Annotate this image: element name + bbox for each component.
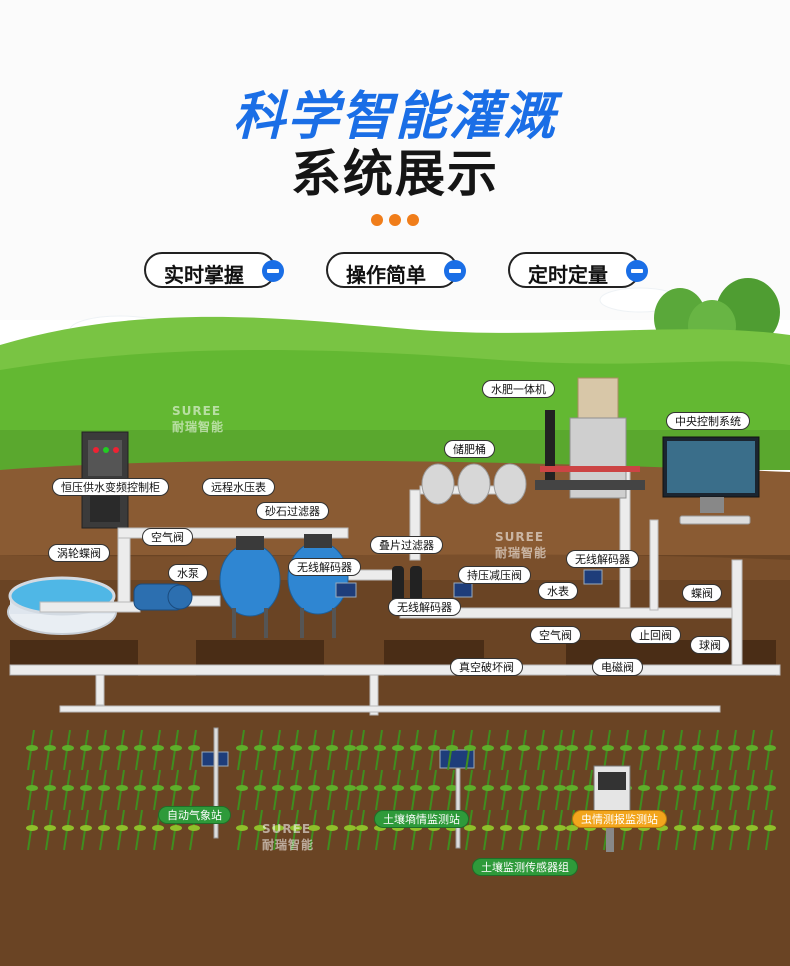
watermark-brand: SUREE: [172, 404, 222, 418]
label-vacuum-breaker: 真空破坏阀: [450, 658, 523, 676]
central-control-monitor: [662, 436, 760, 525]
feature-label: 实时掌握: [164, 263, 244, 287]
label-disc-filter: 叠片过滤器: [370, 536, 443, 554]
label-vfd-cabinet: 恒压供水变频控制柜: [52, 478, 169, 496]
decorative-dots: [371, 214, 421, 228]
sub-title: 系统展示: [291, 145, 499, 203]
label-wireless-decoder-2: 无线解码器: [388, 598, 461, 616]
label-air-valve-2: 空气阀: [530, 626, 581, 644]
label-air-valve-1: 空气阀: [142, 528, 193, 546]
label-ball-valve: 球阀: [690, 636, 730, 654]
feature-label: 定时定量: [528, 263, 608, 287]
main-title: 科学智能灌溉: [232, 87, 557, 147]
label-pest-station: 虫情测报监测站: [572, 810, 667, 828]
label-butterfly-valve: 蝶阀: [682, 584, 722, 602]
label-central-control: 中央控制系统: [666, 412, 750, 430]
fertilizer-tanks: [421, 463, 527, 505]
pipe-network: [9, 467, 781, 716]
minus-circle-icon: [444, 260, 466, 282]
minus-circle-icon: [626, 260, 648, 282]
label-fertilizer-tank: 储肥桶: [444, 440, 495, 458]
disc-filter: [392, 566, 422, 606]
label-water-fertilizer-machine: 水肥一体机: [482, 380, 555, 398]
label-soil-sensor-group: 土壤监测传感器组: [472, 858, 578, 876]
label-solenoid-valve: 电磁阀: [592, 658, 643, 676]
watermark-brand-cn: 耐瑞智能: [172, 420, 225, 434]
dot: [389, 214, 401, 226]
minus-circle-icon: [262, 260, 284, 282]
feature-label: 操作简单: [346, 263, 426, 287]
label-turbine-valve: 涡轮蝶阀: [48, 544, 110, 562]
feature-pill-timing: 定时定量: [508, 252, 648, 288]
label-water-pump: 水泵: [168, 564, 208, 582]
weather-pole: [213, 727, 219, 839]
label-weather-station: 自动气象站: [158, 806, 231, 824]
label-wireless-decoder-3: 无线解码器: [566, 550, 639, 568]
label-check-valve: 止回阀: [630, 626, 681, 644]
watermark-brand-cn: 耐瑞智能: [262, 838, 315, 852]
dot: [407, 214, 419, 226]
label-sand-filter: 砂石过滤器: [256, 502, 329, 520]
soil-station-pole: [455, 767, 461, 849]
label-pressure-reducing-valve: 持压减压阀: [458, 566, 531, 584]
label-soil-moisture-station: 土壤墒情监测站: [374, 810, 469, 828]
label-wireless-decoder-1: 无线解码器: [288, 558, 361, 576]
feature-pill-realtime: 实时掌握: [144, 252, 284, 288]
solar-panels: [201, 569, 603, 769]
dot: [371, 214, 383, 226]
pest-monitor-station: [593, 765, 631, 852]
water-pump: [133, 583, 193, 611]
label-water-meter: 水表: [538, 582, 578, 600]
feature-pill-easy: 操作简单: [326, 252, 466, 288]
watermark-brand: SUREE: [495, 530, 545, 544]
watermark-brand-cn: 耐瑞智能: [495, 546, 548, 560]
label-remote-pressure-gauge: 远程水压表: [202, 478, 275, 496]
water-fertilizer-machine: [535, 377, 645, 499]
watermark-brand: SUREE: [262, 822, 312, 836]
